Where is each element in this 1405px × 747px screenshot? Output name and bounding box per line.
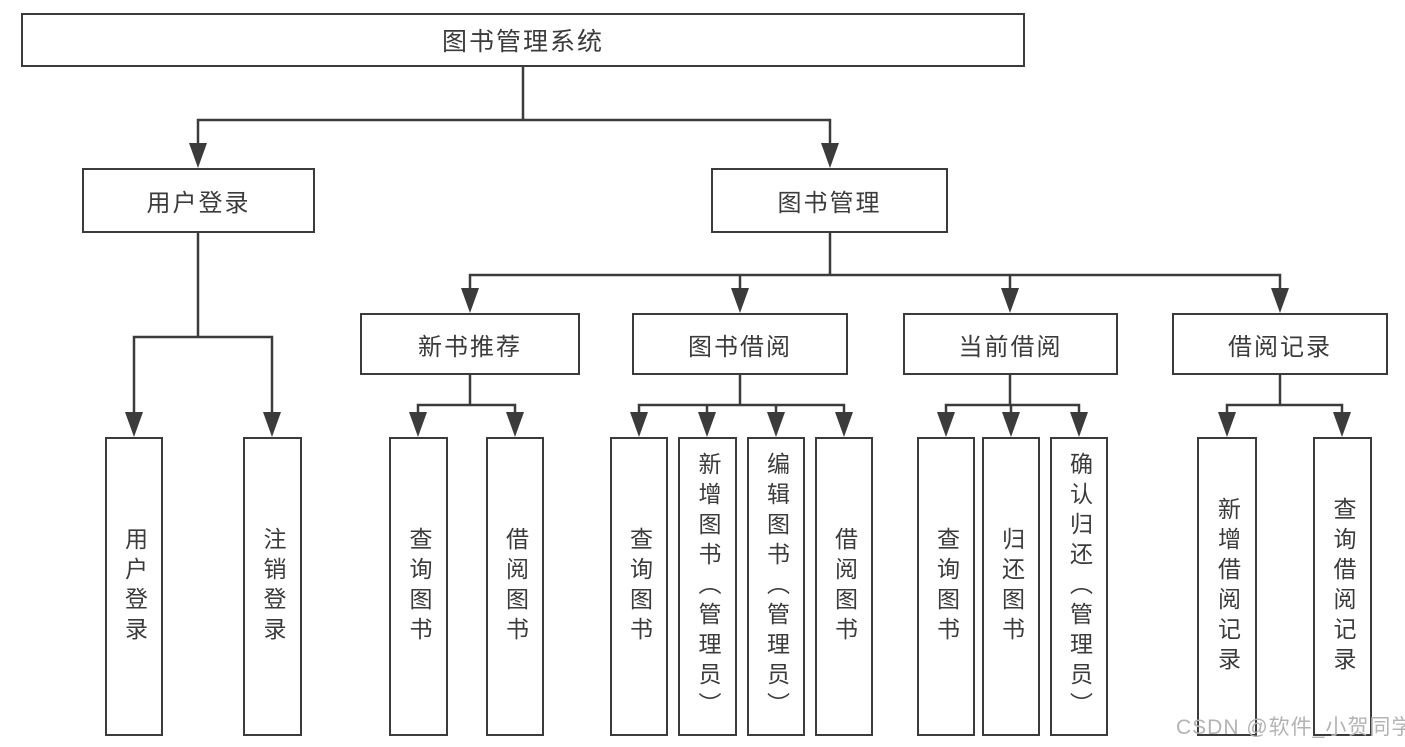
leaf-query-borrow-record-label: 查询借阅记录 bbox=[1330, 496, 1356, 677]
node-user-login-label: 用户登录 bbox=[146, 190, 251, 217]
leaf-borrow-books-borrowing-label: 借阅图书 bbox=[831, 526, 858, 647]
leaf-add-book-admin: 新增图书（管理员） bbox=[678, 437, 737, 736]
leaf-query-books-borrowing: 查询图书 bbox=[610, 437, 668, 736]
leaf-query-borrow-record: 查询借阅记录 bbox=[1313, 437, 1372, 736]
node-current-borrowing-label: 当前借阅 bbox=[958, 333, 1063, 361]
leaf-user-login-label: 用户登录 bbox=[121, 526, 148, 647]
node-new-book-recommend: 新书推荐 bbox=[360, 313, 580, 375]
arrowhead bbox=[409, 412, 427, 437]
leaf-borrow-books-recommend: 借阅图书 bbox=[486, 437, 544, 736]
leaf-user-login: 用户登录 bbox=[105, 437, 163, 736]
arrowhead bbox=[731, 288, 749, 313]
arrowhead bbox=[821, 143, 839, 168]
arrowhead bbox=[263, 412, 281, 437]
node-book-management: 图书管理 bbox=[711, 168, 948, 233]
arrowhead bbox=[937, 412, 955, 437]
leaf-add-borrow-record-label: 新增借阅记录 bbox=[1214, 496, 1241, 677]
node-root: 图书管理系统 bbox=[21, 13, 1025, 67]
leaf-logout-label: 注销登录 bbox=[260, 526, 286, 647]
leaf-query-books-current-label: 查询图书 bbox=[933, 526, 960, 647]
leaf-query-books-borrowing-label: 查询图书 bbox=[626, 526, 653, 647]
leaf-confirm-return-admin: 确认归还（管理员） bbox=[1050, 437, 1108, 736]
arrowhead bbox=[835, 412, 853, 437]
node-borrowing-records: 借阅记录 bbox=[1172, 313, 1388, 375]
arrowhead bbox=[1002, 412, 1020, 437]
leaf-edit-book-admin-label: 编辑图书（管理员） bbox=[763, 451, 790, 722]
arrowhead bbox=[506, 412, 524, 437]
arrowhead bbox=[698, 412, 716, 437]
node-book-management-label: 图书管理 bbox=[777, 190, 882, 217]
node-current-borrowing: 当前借阅 bbox=[903, 313, 1118, 375]
arrowhead bbox=[1070, 412, 1088, 437]
arrowhead bbox=[1001, 288, 1019, 313]
arrowhead bbox=[461, 288, 479, 313]
arrowhead bbox=[125, 412, 143, 437]
node-book-borrowing-label: 图书借阅 bbox=[688, 333, 792, 361]
leaf-return-book-label: 归还图书 bbox=[998, 526, 1025, 647]
leaf-logout: 注销登录 bbox=[243, 437, 302, 736]
leaf-query-books-recommend: 查询图书 bbox=[389, 437, 448, 736]
node-borrowing-records-label: 借阅记录 bbox=[1228, 333, 1332, 361]
csdn-watermark: CSDN @软件_小贺同学 bbox=[1176, 716, 1405, 739]
leaf-edit-book-admin: 编辑图书（管理员） bbox=[747, 437, 805, 736]
arrowhead bbox=[767, 412, 785, 437]
node-root-label: 图书管理系统 bbox=[441, 28, 604, 56]
arrowhead bbox=[1271, 288, 1289, 313]
node-new-book-recommend-label: 新书推荐 bbox=[418, 333, 522, 361]
leaf-query-books-recommend-label: 查询图书 bbox=[406, 526, 432, 647]
arrowhead bbox=[1333, 412, 1351, 437]
leaf-confirm-return-admin-label: 确认归还（管理员） bbox=[1066, 451, 1093, 722]
arrowhead bbox=[189, 143, 207, 168]
leaf-borrow-books-borrowing: 借阅图书 bbox=[815, 437, 873, 736]
arrowhead bbox=[630, 412, 648, 437]
leaf-return-book: 归还图书 bbox=[982, 437, 1040, 736]
node-book-borrowing: 图书借阅 bbox=[632, 313, 848, 375]
leaf-add-borrow-record: 新增借阅记录 bbox=[1197, 437, 1257, 736]
leaf-add-book-admin-label: 新增图书（管理员） bbox=[695, 451, 721, 722]
node-user-login: 用户登录 bbox=[82, 168, 315, 233]
leaf-borrow-books-recommend-label: 借阅图书 bbox=[502, 526, 529, 647]
arrowhead bbox=[1218, 412, 1236, 437]
leaf-query-books-current: 查询图书 bbox=[917, 437, 975, 736]
